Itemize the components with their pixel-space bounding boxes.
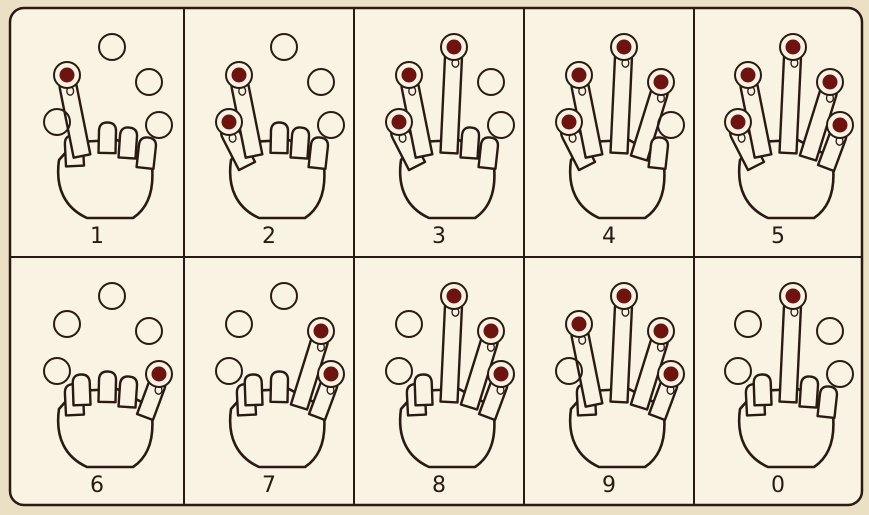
folded-finger-middle bbox=[99, 371, 116, 402]
extended-finger-middle bbox=[780, 50, 801, 153]
folded-finger-index bbox=[754, 374, 772, 405]
pressed-finger-dot bbox=[402, 68, 417, 83]
extended-finger-middle bbox=[780, 299, 801, 402]
pressed-finger-dot bbox=[617, 289, 632, 304]
pressed-finger-dot bbox=[833, 118, 848, 133]
extended-finger-middle bbox=[611, 50, 632, 153]
pressed-finger-dot bbox=[314, 324, 329, 339]
folded-finger-ring bbox=[119, 376, 137, 407]
pressed-finger-dot bbox=[654, 75, 669, 90]
pressed-finger-dot bbox=[222, 115, 237, 130]
folded-finger-middle bbox=[271, 122, 288, 153]
pressed-finger-dot bbox=[447, 289, 462, 304]
digit-label: 4 bbox=[602, 224, 616, 249]
folded-finger-index bbox=[73, 374, 91, 405]
pressed-finger-dot bbox=[617, 40, 632, 55]
pressed-finger-dot bbox=[494, 367, 509, 382]
folded-finger-ring bbox=[119, 127, 137, 158]
extended-finger-middle bbox=[611, 299, 632, 402]
pressed-finger-dot bbox=[572, 317, 587, 332]
pressed-finger-dot bbox=[447, 40, 462, 55]
folded-finger-pinky bbox=[479, 137, 498, 168]
pressed-finger-dot bbox=[324, 367, 339, 382]
digit-label: 0 bbox=[771, 473, 785, 498]
digit-label: 1 bbox=[90, 224, 104, 249]
pressed-finger-dot bbox=[664, 367, 679, 382]
digit-label: 7 bbox=[262, 473, 276, 498]
pressed-finger-dot bbox=[731, 115, 746, 130]
pressed-finger-dot bbox=[562, 115, 577, 130]
pressed-finger-dot bbox=[654, 324, 669, 339]
folded-finger-middle bbox=[271, 371, 288, 402]
digit-label: 3 bbox=[432, 224, 446, 249]
folded-finger-ring bbox=[461, 127, 479, 158]
pressed-finger-dot bbox=[484, 324, 499, 339]
digit-label: 2 bbox=[262, 224, 276, 249]
digit-label: 9 bbox=[602, 473, 616, 498]
pressed-finger-dot bbox=[152, 367, 167, 382]
extended-finger-middle bbox=[441, 299, 462, 402]
digit-label: 8 bbox=[432, 473, 446, 498]
pressed-finger-dot bbox=[60, 68, 75, 83]
digit-label: 6 bbox=[90, 473, 104, 498]
folded-finger-pinky bbox=[649, 137, 668, 168]
folded-finger-index bbox=[245, 374, 263, 405]
pressed-finger-dot bbox=[392, 115, 407, 130]
folded-finger-ring bbox=[291, 127, 309, 158]
folded-finger-pinky bbox=[818, 386, 837, 417]
folded-finger-ring bbox=[800, 376, 818, 407]
pressed-finger-dot bbox=[572, 68, 587, 83]
pressed-finger-dot bbox=[741, 68, 756, 83]
folded-finger-index bbox=[415, 374, 433, 405]
pressed-finger-dot bbox=[786, 289, 801, 304]
folded-finger-pinky bbox=[137, 137, 156, 168]
folded-finger-middle bbox=[99, 122, 116, 153]
pressed-finger-dot bbox=[786, 40, 801, 55]
pressed-finger-dot bbox=[823, 75, 838, 90]
extended-finger-middle bbox=[441, 50, 462, 153]
pressed-finger-dot bbox=[232, 68, 247, 83]
folded-finger-pinky bbox=[309, 137, 328, 168]
digit-label: 5 bbox=[771, 224, 785, 249]
